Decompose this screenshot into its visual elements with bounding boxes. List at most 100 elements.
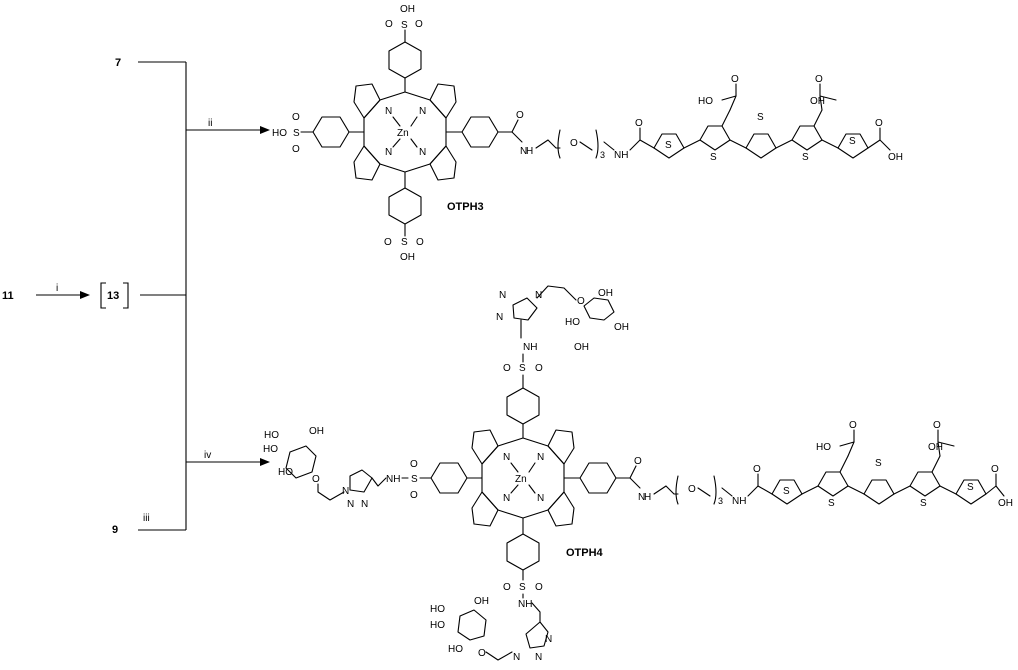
otph4-structure: N N N O OH HO OH OH NH S O O N N N N Zn xyxy=(263,285,1013,663)
otph3-acid2-o: O xyxy=(815,74,823,85)
otph4-left-sulfonamide-o2: O xyxy=(410,490,418,501)
otph3-amide-h: H xyxy=(526,146,533,157)
step-iv: iv xyxy=(204,450,211,461)
otph4-n1: N xyxy=(503,452,510,463)
otph3-acid1-o: O xyxy=(731,74,739,85)
otph3-n2: N xyxy=(419,106,426,117)
otph3-peg-o: O xyxy=(570,138,578,149)
otph3-amide-n: N xyxy=(520,146,527,157)
otph3-terminal-oh: OH xyxy=(888,152,903,163)
otph3-left-sulfo-ho: HO xyxy=(272,128,287,139)
otph4-bottom-triazole-n1: N xyxy=(545,634,552,645)
otph3-top-sulfo-o-right: O xyxy=(415,19,423,30)
otph4-top-sugar-oh3: OH xyxy=(574,342,589,353)
otph3-n4: N xyxy=(419,147,426,158)
flow-lines xyxy=(36,61,262,531)
otph4-bottom-sugar-ho2: HO xyxy=(430,620,445,631)
otph4-bottom-sugar-ho3: HO xyxy=(448,644,463,655)
otph3-thio5-s: S xyxy=(849,136,856,147)
otph4-bottom-sugar-oh1: OH xyxy=(474,596,489,607)
otph3-top-sulfo-o-left: O xyxy=(385,19,393,30)
otph4-bottom-sulfonamide-nh: NH xyxy=(518,599,532,610)
otph3-label: OTPH3 xyxy=(447,201,484,213)
otph4-bottom-sulfonamide-o1: O xyxy=(503,582,511,593)
otph4-n4: N xyxy=(537,493,544,504)
otph3-structure: S O O OH N N N N Zn S O O HO S O O OH xyxy=(272,4,903,263)
otph4-bottom-sulfonamide-o2: O xyxy=(535,582,543,593)
otph3-top-sulfo-oh: OH xyxy=(400,4,415,15)
otph3-amide2-o: O xyxy=(635,118,643,129)
otph3-n3: N xyxy=(385,147,392,158)
otph4-amide-n: N xyxy=(638,492,645,503)
otph4-top-triazole-n1: N xyxy=(499,290,506,301)
otph4-left-sugar-ho3: HO xyxy=(278,467,293,478)
otph4-bottom-sulfonamide-s: S xyxy=(519,582,526,593)
otph4-top-sulfonamide-o1: O xyxy=(503,363,511,374)
otph4-thio1-s: S xyxy=(783,486,790,497)
step-ii: ii xyxy=(208,118,212,129)
otph4-peg-count: 3 xyxy=(718,496,723,506)
otph3-zinc: Zn xyxy=(397,128,409,139)
otph4-top-sugar-ho: HO xyxy=(565,317,580,328)
otph4-top-glyco-o: O xyxy=(577,296,585,307)
otph4-thio5-s: S xyxy=(967,482,974,493)
otph4-amide-h: H xyxy=(644,492,651,503)
otph3-acid2-oh: OH xyxy=(810,96,825,107)
otph4-top-sugar-oh1: OH xyxy=(598,288,613,299)
otph4-zinc: Zn xyxy=(515,474,527,485)
otph4-bottom-triazole-n2: N xyxy=(535,652,542,663)
otph4-n3: N xyxy=(503,493,510,504)
compound-13: 13 xyxy=(107,290,119,302)
otph3-bottom-sulfo-o-left: O xyxy=(384,237,392,248)
otph4-left-sugar-ho1: HO xyxy=(264,430,279,441)
otph3-thio3-s: S xyxy=(757,112,764,123)
otph3-thio1-s: S xyxy=(665,140,672,151)
otph4-top-sulfonamide-nh: NH xyxy=(523,342,537,353)
otph4-left-triazole-n1: N xyxy=(342,486,349,497)
otph3-n1: N xyxy=(385,106,392,117)
otph3-bottom-sulfur: S xyxy=(401,237,408,248)
otph3-amide-o: O xyxy=(516,110,524,121)
compound-9: 9 xyxy=(112,524,118,536)
otph4-terminal-o: O xyxy=(991,464,999,475)
otph4-top-sulfonamide-s: S xyxy=(519,363,526,374)
otph3-bottom-sulfo-oh: OH xyxy=(400,252,415,263)
otph3-bottom-sulfo-o-right: O xyxy=(416,237,424,248)
otph4-left-sulfonamide-nh: NH xyxy=(386,474,400,485)
otph4-left-sugar-ho2: HO xyxy=(263,444,278,455)
otph4-amide2-o: O xyxy=(753,464,761,475)
arrow-head-ii xyxy=(260,126,270,134)
otph4-left-glyco-o: O xyxy=(312,474,320,485)
otph4-bottom-glyco-o: O xyxy=(478,648,486,659)
otph4-amide-o: O xyxy=(634,456,642,467)
otph4-left-sulfonamide-o1: O xyxy=(410,459,418,470)
otph4-n2: N xyxy=(537,452,544,463)
otph3-peg-count: 3 xyxy=(600,150,605,160)
step-i: i xyxy=(56,283,58,294)
arrow-head-i xyxy=(80,291,90,299)
bracket-13 xyxy=(100,282,129,309)
otph4-left-triazole-n2: N xyxy=(347,499,354,510)
otph3-left-sulfur: S xyxy=(293,128,300,139)
otph4-thio2-s: S xyxy=(828,498,835,509)
otph4-thio4-s: S xyxy=(920,498,927,509)
compound-11: 11 xyxy=(2,290,14,302)
otph4-thio3-s: S xyxy=(875,458,882,469)
otph4-acid2-oh: OH xyxy=(928,442,943,453)
step-iii: iii xyxy=(143,513,150,524)
compound-7: 7 xyxy=(115,57,121,69)
otph4-left-sulfonamide-s: S xyxy=(411,474,418,485)
otph4-bottom-sugar-ho1: HO xyxy=(430,604,445,615)
otph4-terminal-oh: OH xyxy=(998,498,1013,509)
otph3-thio4-s: S xyxy=(802,152,809,163)
otph3-terminal-o: O xyxy=(875,118,883,129)
otph4-bottom-triazole-n3: N xyxy=(513,652,520,663)
otph4-top-sulfonamide-o2: O xyxy=(535,363,543,374)
otph4-acid2-o: O xyxy=(933,420,941,431)
otph4-top-triazole-n2: N xyxy=(496,312,503,323)
otph3-left-sulfo-o-top: O xyxy=(292,112,300,123)
otph4-label: OTPH4 xyxy=(566,547,604,559)
otph3-thio2-s: S xyxy=(710,152,717,163)
otph4-acid1-ho: HO xyxy=(816,442,831,453)
